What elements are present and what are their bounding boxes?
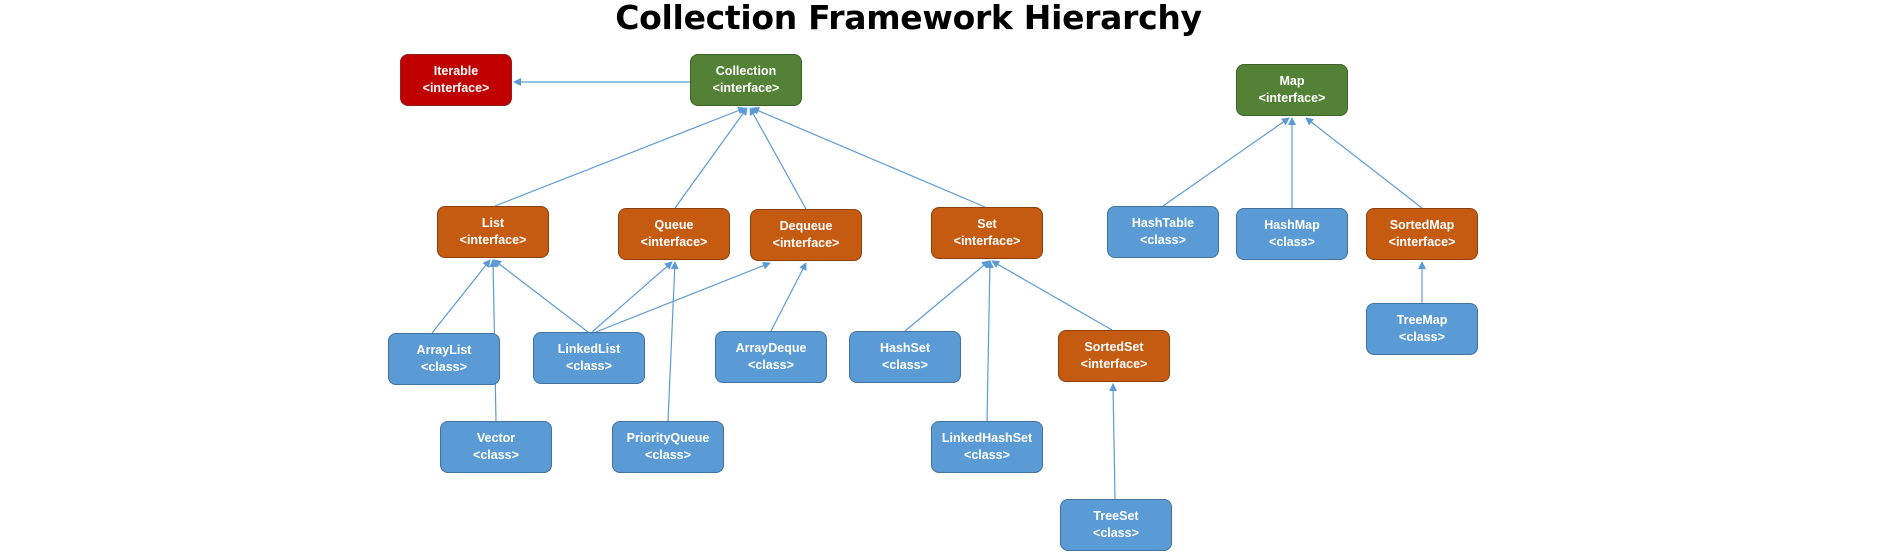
- edge-hashtable-to-map: [1162, 117, 1290, 207]
- node-name: TreeMap: [1396, 313, 1448, 327]
- node-kind: <interface>: [712, 81, 780, 95]
- node-name: TreeSet: [1093, 509, 1139, 523]
- node-set: Set <interface>: [931, 207, 1043, 259]
- node-kind: <class>: [421, 360, 467, 374]
- node-name: Dequeue: [779, 219, 833, 233]
- node-treemap: TreeMap <class>: [1366, 303, 1478, 355]
- edge-sortedmap-to-map: [1305, 117, 1423, 209]
- node-name: SortedSet: [1084, 340, 1144, 354]
- node-dequeue: Dequeue <interface>: [750, 209, 862, 261]
- node-name: ArrayDeque: [735, 341, 807, 355]
- node-name: Map: [1279, 74, 1305, 88]
- node-kind: <interface>: [640, 235, 708, 249]
- node-sortedmap: SortedMap <interface>: [1366, 208, 1478, 260]
- node-name: Vector: [476, 431, 516, 445]
- edge-dequeue-to-collection: [749, 107, 807, 210]
- edge-arraydeque-to-dequeue: [770, 262, 807, 332]
- edge-arraylist-to-list: [431, 259, 491, 334]
- node-kind: <interface>: [1258, 91, 1326, 105]
- node-hashset: HashSet <class>: [849, 331, 961, 383]
- node-collection: Collection <interface>: [690, 54, 802, 106]
- edge-sortedset-to-set: [991, 260, 1113, 331]
- node-sortedset: SortedSet <interface>: [1058, 330, 1170, 382]
- node-name: SortedMap: [1389, 218, 1455, 232]
- node-name: PriorityQueue: [626, 431, 710, 445]
- node-queue: Queue <interface>: [618, 208, 730, 260]
- node-kind: <interface>: [459, 233, 527, 247]
- edge-set-to-collection: [751, 107, 986, 208]
- node-map: Map <interface>: [1236, 64, 1348, 116]
- node-kind: <interface>: [1080, 357, 1148, 371]
- node-treeset: TreeSet <class>: [1060, 499, 1172, 551]
- node-kind: <class>: [1140, 233, 1186, 247]
- edge-linkedlist-to-queue: [591, 261, 673, 333]
- node-vector: Vector <class>: [440, 421, 552, 473]
- edge-linkedhashset-to-set: [985, 260, 994, 422]
- node-kind: <class>: [1093, 526, 1139, 540]
- node-hashmap: HashMap <class>: [1236, 208, 1348, 260]
- node-name: LinkedList: [557, 342, 621, 356]
- node-priorityqueue: PriorityQueue <class>: [612, 421, 724, 473]
- node-kind: <interface>: [1388, 235, 1456, 249]
- node-kind: <class>: [645, 448, 691, 462]
- node-name: HashTable: [1131, 216, 1195, 230]
- node-kind: <class>: [473, 448, 519, 462]
- node-name: LinkedHashSet: [941, 431, 1033, 445]
- node-arraydeque: ArrayDeque <class>: [715, 331, 827, 383]
- node-name: List: [481, 216, 505, 230]
- node-name: Iterable: [433, 64, 479, 78]
- node-kind: <class>: [566, 359, 612, 373]
- node-kind: <class>: [748, 358, 794, 372]
- node-kind: <class>: [882, 358, 928, 372]
- node-linkedhashset: LinkedHashSet <class>: [931, 421, 1043, 473]
- node-kind: <class>: [1269, 235, 1315, 249]
- node-hashtable: HashTable <class>: [1107, 206, 1219, 258]
- node-kind: <interface>: [422, 81, 490, 95]
- edge-linkedlist-to-dequeue: [595, 261, 771, 333]
- node-arraylist: ArrayList <class>: [388, 333, 500, 385]
- node-name: ArrayList: [416, 343, 472, 357]
- edge-hashset-to-set: [904, 260, 990, 332]
- node-kind: <class>: [1399, 330, 1445, 344]
- node-kind: <interface>: [772, 236, 840, 250]
- node-name: HashMap: [1264, 218, 1320, 232]
- diagram-title: Collection Framework Hierarchy: [615, 0, 1202, 37]
- edge-linkedlist-to-list: [493, 259, 589, 333]
- edge-list-to-collection: [494, 106, 746, 207]
- node-kind: <class>: [964, 448, 1010, 462]
- edge-priorityqueue-to-queue: [667, 261, 679, 422]
- node-name: HashSet: [879, 341, 931, 355]
- node-name: Set: [977, 217, 997, 231]
- node-linkedlist: LinkedList <class>: [533, 332, 645, 384]
- node-list: List <interface>: [437, 206, 549, 258]
- edge-treeset-to-sortedset: [1109, 383, 1118, 500]
- node-iterable: Iterable <interface>: [400, 54, 512, 106]
- edge-queue-to-collection: [674, 107, 748, 209]
- node-name: Queue: [654, 218, 694, 232]
- node-name: Collection: [715, 64, 777, 78]
- node-kind: <interface>: [953, 234, 1021, 248]
